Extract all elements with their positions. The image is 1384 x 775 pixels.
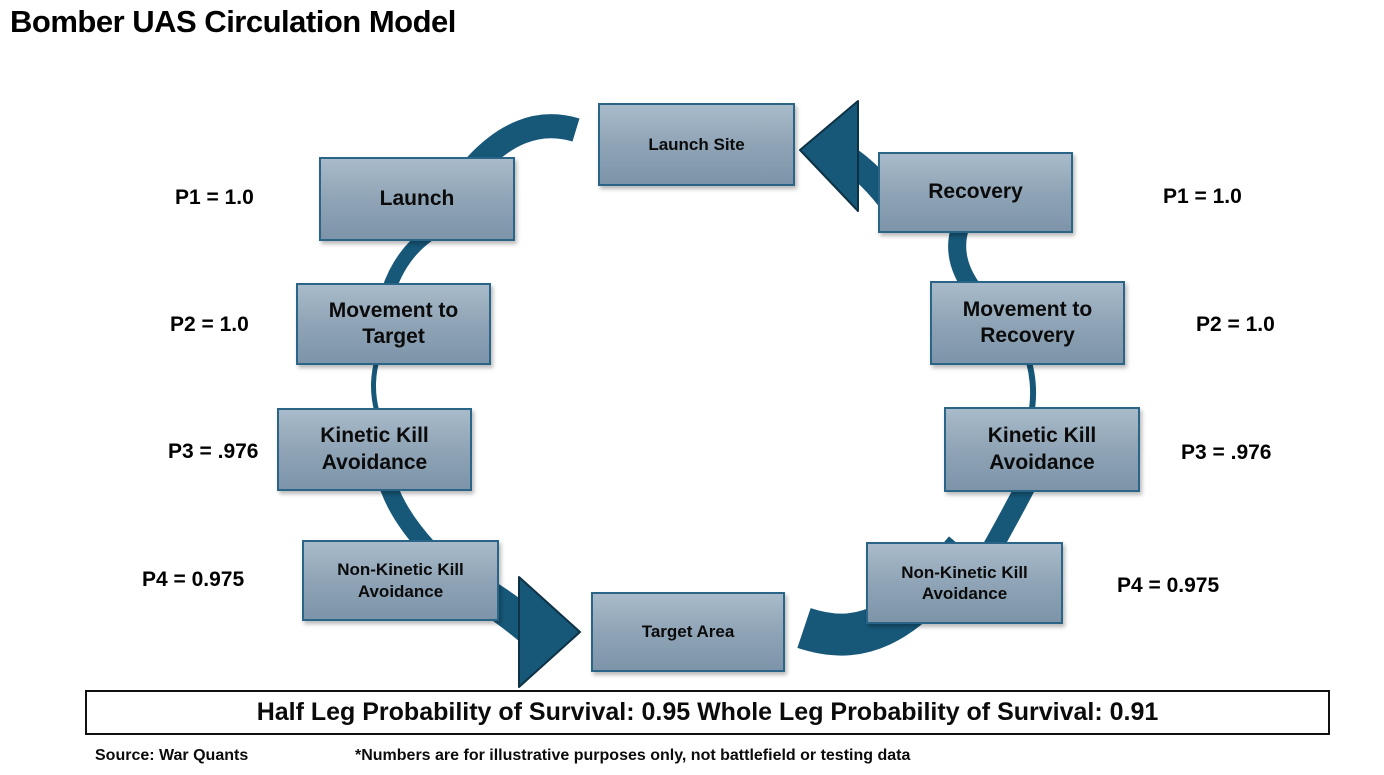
prob-label-left-p2: P2 = 1.0 — [170, 313, 249, 336]
node-launch: Launch — [319, 157, 515, 241]
node-non-kinetic-left-label: Non-Kinetic Kill Avoidance — [337, 560, 464, 601]
prob-label-left-p4: P4 = 0.975 — [142, 568, 245, 591]
node-target-area: Target Area — [591, 592, 785, 672]
arrowhead-right-into-target-area — [518, 576, 581, 688]
prob-label-left-p1: P1 = 1.0 — [175, 186, 254, 209]
node-recovery: Recovery — [878, 152, 1073, 233]
prob-label-right-p2: P2 = 1.0 — [1196, 313, 1275, 336]
node-non-kinetic-right: Non-Kinetic Kill Avoidance — [866, 542, 1063, 624]
arc-movement-to-target-to-kinetic — [371, 359, 380, 413]
arrowhead-left-into-launch-site — [799, 100, 859, 212]
node-kinetic-kill-left-label: Kinetic Kill Avoidance — [320, 424, 429, 474]
survival-summary-box: Half Leg Probability of Survival: 0.95 W… — [85, 690, 1330, 735]
arrow-head-group — [518, 100, 859, 688]
node-launch-site: Launch Site — [598, 103, 795, 186]
node-kinetic-kill-right-label: Kinetic Kill Avoidance — [987, 424, 1097, 474]
node-movement-to-recovery: Movement to Recovery — [930, 281, 1125, 365]
node-non-kinetic-right-label: Non-Kinetic Kill Avoidance — [901, 562, 1028, 603]
node-launch-site-label: Launch Site — [648, 134, 745, 154]
prob-label-left-p3: P3 = .976 — [168, 440, 259, 463]
node-kinetic-kill-left: Kinetic Kill Avoidance — [277, 408, 472, 491]
node-recovery-label: Recovery — [928, 180, 1023, 204]
disclaimer-note: *Numbers are for illustrative purposes o… — [355, 747, 911, 764]
prob-label-right-p4: P4 = 0.975 — [1117, 574, 1220, 597]
source-attribution: Source: War Quants — [95, 747, 249, 764]
node-movement-to-target: Movement to Target — [296, 283, 491, 365]
node-kinetic-kill-right: Kinetic Kill Avoidance — [944, 407, 1140, 492]
node-target-area-label: Target Area — [641, 622, 735, 642]
page-title: Bomber UAS Circulation Model — [10, 4, 456, 39]
prob-label-right-p1: P1 = 1.0 — [1163, 185, 1242, 208]
arc-kinetic-to-non-kinetic-left — [379, 481, 435, 555]
node-movement-to-target-label: Movement to Target — [328, 298, 459, 348]
node-non-kinetic-left: Non-Kinetic Kill Avoidance — [302, 540, 499, 621]
prob-label-right-p3: P3 = .976 — [1181, 441, 1272, 464]
node-movement-to-recovery-label: Movement to Recovery — [962, 297, 1093, 347]
survival-summary-text: Half Leg Probability of Survival: 0.95 W… — [256, 698, 1159, 726]
node-launch-label: Launch — [379, 186, 455, 210]
